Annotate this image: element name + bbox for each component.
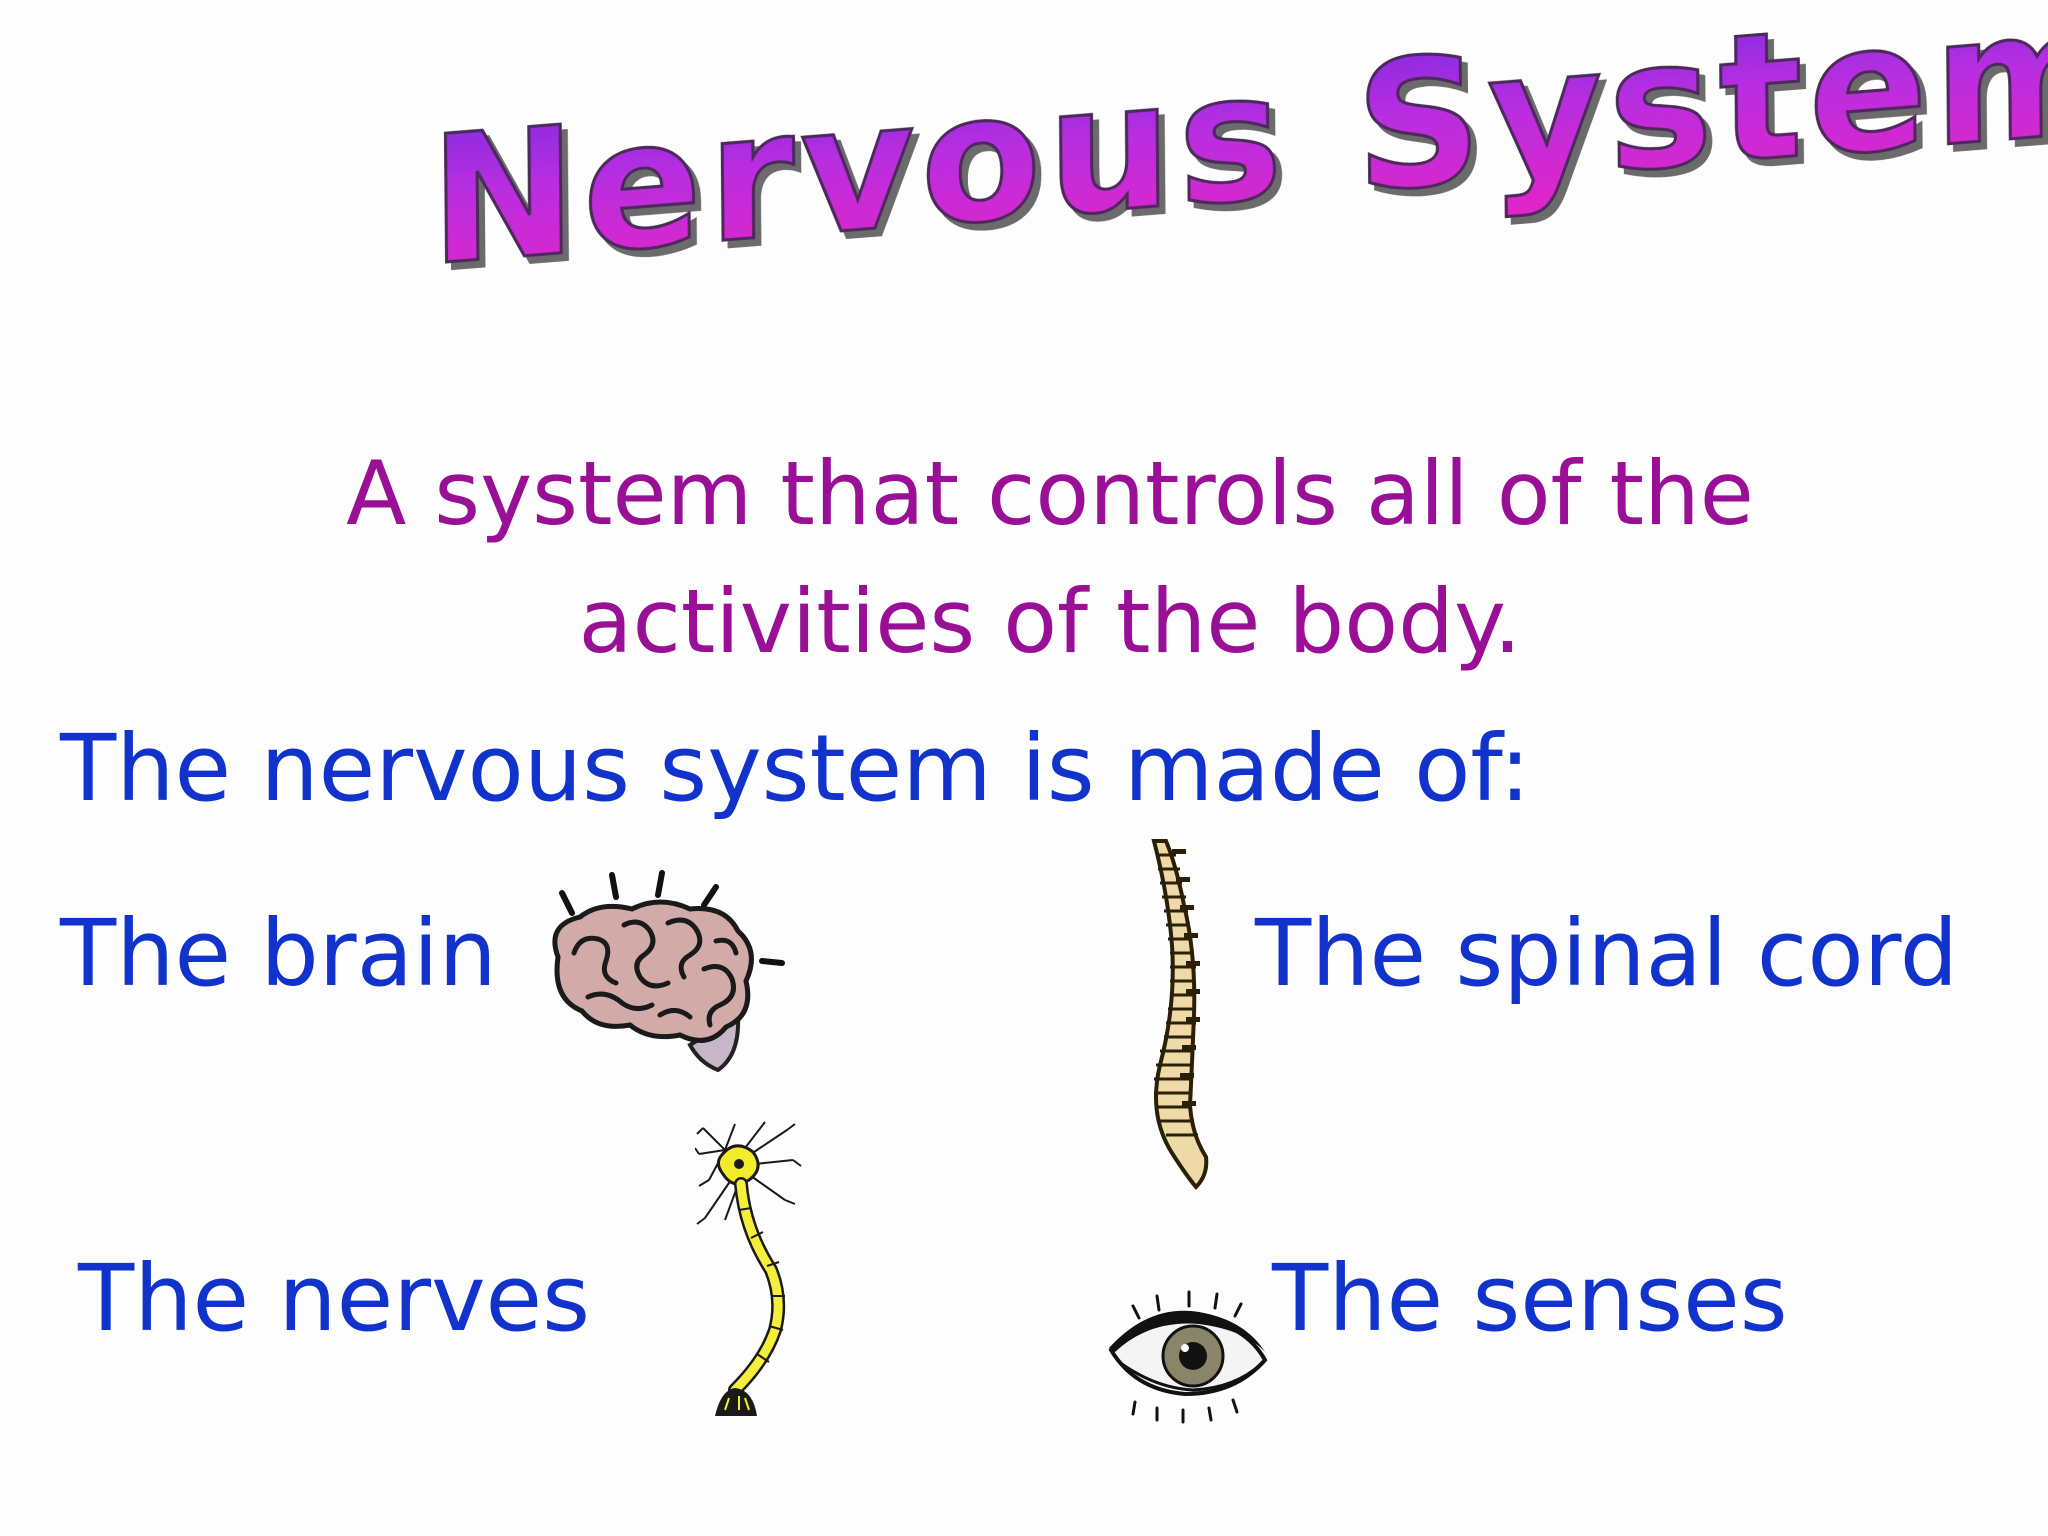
intro-text: The nervous system is made of: — [60, 715, 1531, 822]
nerves-label: The nerves — [78, 1245, 591, 1352]
definition-line-1: A system that controls all of the — [346, 442, 1754, 545]
neuron-icon — [695, 1121, 802, 1416]
definition-text: A system that controls all of the activi… — [180, 430, 1920, 686]
senses-label: The senses — [1272, 1245, 1788, 1352]
eye-icon — [1108, 1290, 1268, 1424]
spinal-cord-label: The spinal cord — [1255, 900, 1959, 1007]
page-title: Nervous System — [428, 0, 2048, 307]
spine-icon — [1151, 839, 1209, 1190]
brain-label: The brain — [60, 900, 497, 1007]
definition-line-2: activities of the body. — [578, 570, 1522, 673]
title-area: Nervous System — [428, 0, 2048, 340]
brain-icon — [552, 870, 785, 1073]
